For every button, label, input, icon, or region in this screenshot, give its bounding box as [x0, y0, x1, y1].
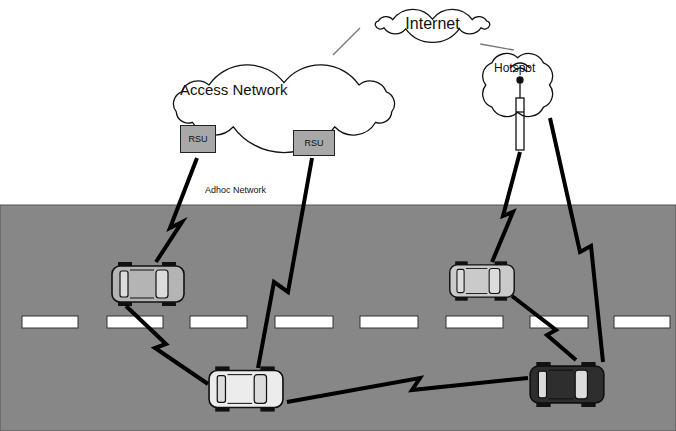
node-text: RSU: [188, 134, 207, 144]
node-text: Hotspot: [494, 62, 535, 76]
internet-cloud: Internet: [360, 4, 505, 44]
wireless-links: [126, 118, 603, 402]
vehicles: [112, 261, 604, 411]
lane-markings: [22, 316, 670, 328]
network-link: [333, 28, 360, 55]
vehicle: [209, 366, 283, 411]
vehicle: [450, 261, 514, 300]
road: [0, 205, 676, 431]
cloud-outline: [478, 50, 557, 120]
network-link: [480, 44, 513, 50]
rsu-box: RSU: [293, 130, 335, 156]
node-text: Internet: [405, 15, 459, 33]
network-cloud: Access NetworkRSU RSU: [148, 55, 420, 155]
node-text: RSU: [304, 138, 323, 148]
hotspot-antenna: [510, 63, 530, 150]
network-label: Adhoc Network: [205, 185, 266, 195]
hotspot-cloud: Hotspot: [478, 50, 557, 120]
rsu-box: RSU: [180, 125, 216, 153]
node-text: Access Network: [180, 81, 288, 98]
vehicle: [530, 362, 604, 407]
vehicle: [112, 262, 184, 306]
